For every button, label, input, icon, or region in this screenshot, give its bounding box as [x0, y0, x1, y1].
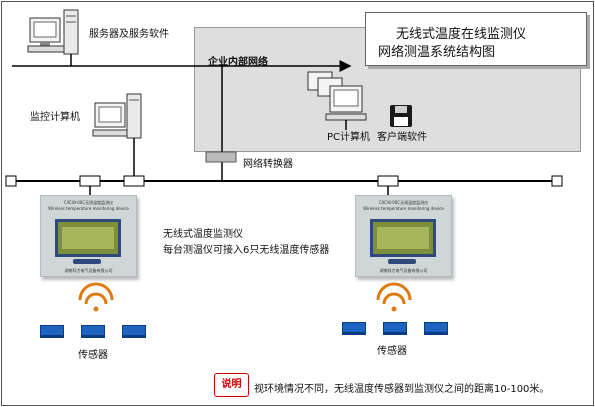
title-line-2: 网络测温系统结构图: [378, 45, 496, 60]
device-screen: [55, 219, 121, 257]
floppy-disk-icon: [390, 105, 412, 127]
bus-end-right: [551, 175, 563, 187]
device-subheader: Wireless temperature monitoring device: [363, 206, 444, 211]
monitor-pc-label: 监控计算机: [30, 112, 80, 123]
device-screen: [370, 219, 436, 257]
title-box: 无线式温度在线监测仪 网络测温系统结构图: [365, 12, 587, 66]
client-software-label: 客户端软件: [377, 132, 427, 143]
monitor-device-right: CXCW-00C无线温度监测仪 Wireless temperature mon…: [355, 195, 452, 277]
device-capacity-label: 每台测温仪可接入6只无线温度传感器: [163, 245, 330, 256]
device-header: CXCW-00C无线温度监测仪: [63, 200, 114, 205]
monitor-computer-icon: [92, 93, 142, 139]
device-button: [73, 259, 101, 264]
pc-label: PC计算机: [327, 132, 371, 143]
sensor-block: [40, 325, 64, 336]
sensor-block: [383, 322, 407, 333]
sensor-block: [122, 325, 146, 336]
device-subheader: Wireless temperature monitoring device: [48, 206, 129, 211]
wireless-signal-icon: [78, 282, 114, 312]
monitor-device-left: CXCW-00C无线温度监测仪 Wireless temperature mon…: [40, 195, 137, 277]
bus-node-3: [377, 175, 399, 187]
intranet-label: 企业内部网络: [208, 57, 268, 68]
network-converter-icon: [205, 151, 237, 163]
converter-label: 网络转换器: [243, 159, 293, 170]
bus-node-1: [79, 175, 101, 187]
bus-end-left: [5, 175, 17, 187]
bus-node-2: [123, 175, 145, 187]
device-name-label: 无线式温度监测仪: [163, 229, 243, 240]
sensor-label-left: 传感器: [78, 350, 108, 361]
device-footer: 湖南科力电气设备有限公司: [379, 268, 428, 273]
note-text: 视环境情况不同，无线温度传感器到监测仪之间的距离10-100米。: [254, 384, 550, 395]
device-header: CXCW-00C无线温度监测仪: [378, 200, 429, 205]
server-label: 服务器及服务软件: [89, 29, 169, 40]
device-button: [388, 259, 416, 264]
device-footer: 湖南科力电气设备有限公司: [64, 268, 113, 273]
pc-group-icon: [307, 71, 367, 121]
sensor-block: [424, 322, 448, 333]
title-line-1: 无线式温度在线监测仪: [396, 27, 527, 42]
server-computer-icon: [27, 9, 79, 55]
note-badge: 说明: [214, 373, 249, 397]
sensor-label-right: 传感器: [377, 346, 407, 357]
sensor-block: [342, 322, 366, 333]
wireless-signal-icon: [376, 282, 412, 312]
sensor-block: [81, 325, 105, 336]
